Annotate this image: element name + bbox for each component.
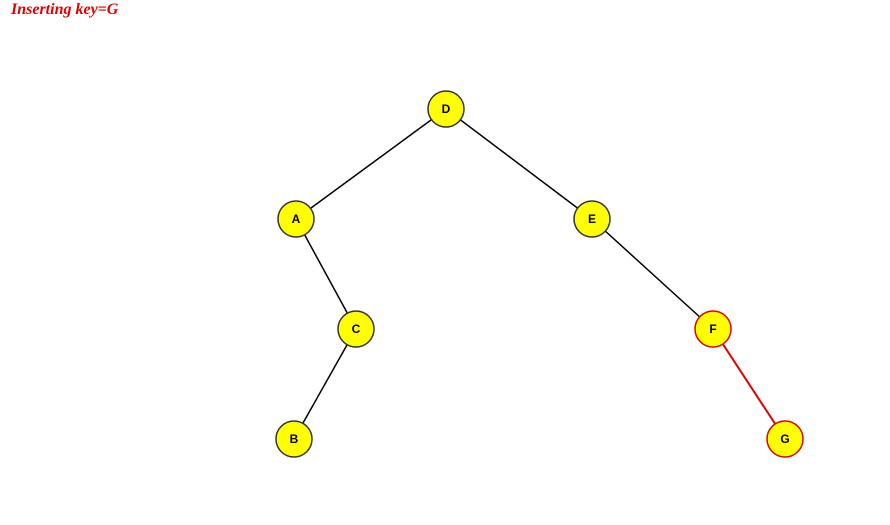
- edge-D-E: [445, 108, 593, 220]
- node-A: A: [277, 200, 315, 238]
- node-circle: [275, 420, 313, 458]
- node-C: C: [337, 310, 375, 348]
- node-F: F: [694, 310, 732, 348]
- node-circle: [277, 200, 315, 238]
- edge-D-A: [295, 108, 447, 220]
- edge-A-C: [295, 218, 357, 330]
- edge-C-B: [293, 328, 357, 440]
- node-circle: [337, 310, 375, 348]
- node-label: F: [709, 322, 716, 336]
- tree-nodes: D A E C F B G: [275, 90, 804, 458]
- node-label: E: [588, 212, 596, 226]
- tree-edges: [293, 108, 786, 440]
- edge-E-F: [591, 218, 714, 330]
- node-label: D: [442, 102, 451, 116]
- node-label: G: [780, 432, 789, 446]
- node-label: A: [292, 212, 301, 226]
- node-G: G: [766, 420, 804, 458]
- node-E: E: [573, 200, 611, 238]
- node-D: D: [427, 90, 465, 128]
- node-circle: [427, 90, 465, 128]
- edge-F-G: [712, 328, 786, 440]
- operation-title: Inserting key=G: [11, 1, 119, 18]
- node-circle: [694, 310, 732, 348]
- node-circle: [766, 420, 804, 458]
- node-label: B: [290, 432, 299, 446]
- node-label: C: [352, 322, 361, 336]
- node-B: B: [275, 420, 313, 458]
- node-circle: [573, 200, 611, 238]
